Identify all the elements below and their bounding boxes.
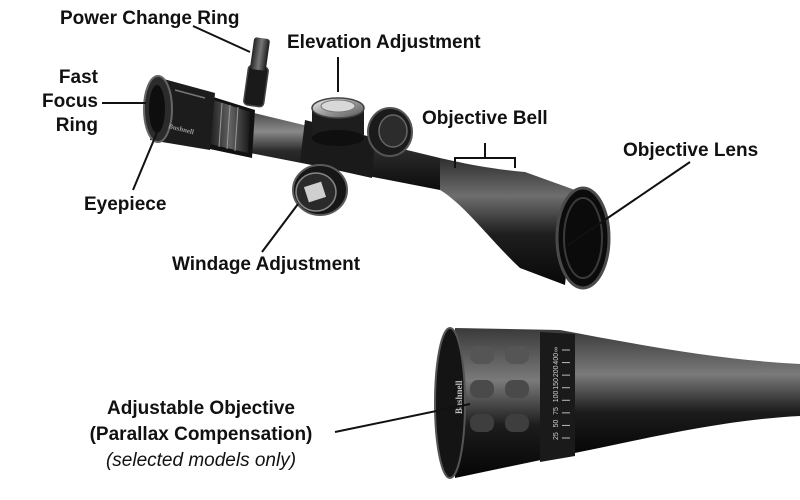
ao-scale-mark: 75 xyxy=(553,407,560,415)
label-adjustable-objective-line-1: Adjustable Objective xyxy=(107,398,295,419)
ao-scale-band xyxy=(540,332,575,462)
label-fast-focus-ring: Fast Focus Ring xyxy=(30,66,98,138)
ao-scale-mark: 400 xyxy=(553,353,560,365)
leader-adjustable-objective xyxy=(334,403,471,433)
ao-grip-rib xyxy=(470,346,494,364)
ao-tube xyxy=(560,330,800,456)
label-selected-models-note: (selected models only) xyxy=(105,450,297,471)
side-focus-knob xyxy=(367,107,413,157)
ao-scale-mark: 200 xyxy=(553,365,560,377)
label-fast-focus-ring-line-2: Focus xyxy=(42,91,98,112)
ao-grip-rib xyxy=(505,414,529,432)
label-fast-focus-ring-line-1: Fast xyxy=(58,67,98,88)
magnification-ring xyxy=(205,96,255,158)
ao-bell xyxy=(455,328,560,478)
label-objective-lens: Objective Lens xyxy=(623,140,759,161)
label-power-change-ring: Power Change Ring xyxy=(60,8,240,29)
scope-illustration: Bushnell xyxy=(143,37,611,290)
ao-scale-mark: ∞ xyxy=(553,347,560,352)
leader-power-change-ring xyxy=(192,25,251,53)
leader-eyepiece xyxy=(132,129,159,191)
leader-objective-bell xyxy=(454,143,516,168)
objective-lens xyxy=(555,186,611,290)
label-windage-adjustment: Windage Adjustment xyxy=(172,254,361,275)
elevation-turret xyxy=(311,97,365,146)
label-fast-focus-ring-line-3: Ring xyxy=(55,115,98,136)
label-adjustable-objective: Adjustable Objective (Parallax Compensat… xyxy=(66,396,336,474)
label-adjustable-objective-line-2: (Parallax Compensation) xyxy=(89,424,313,445)
leader-windage-adjustment xyxy=(261,203,299,253)
eyepiece-body: Bushnell xyxy=(143,75,215,150)
ao-brand-mark: Bushnell xyxy=(454,380,464,414)
ao-grip-rib xyxy=(505,380,529,398)
label-objective-bell: Objective Bell xyxy=(422,108,548,129)
ao-front-face xyxy=(434,327,466,479)
label-eyepiece: Eyepiece xyxy=(84,194,167,215)
ao-scale-mark: 100 xyxy=(553,390,560,402)
windage-turret xyxy=(292,164,348,216)
ao-grip-rib xyxy=(470,380,494,398)
objective-bell xyxy=(440,158,575,285)
label-elevation-adjustment: Elevation Adjustment xyxy=(287,32,481,53)
throw-lever xyxy=(243,37,270,108)
ao-grip-rib xyxy=(470,414,494,432)
ao-scale-mark: 150 xyxy=(553,378,560,390)
ao-scale-mark: 25 xyxy=(553,432,560,440)
leader-objective-lens xyxy=(567,161,691,246)
leader-lines xyxy=(102,25,691,433)
ao-scale-mark: 50 xyxy=(553,420,560,428)
ao-grip-rib xyxy=(505,346,529,364)
objective-lens-ring xyxy=(563,197,603,279)
